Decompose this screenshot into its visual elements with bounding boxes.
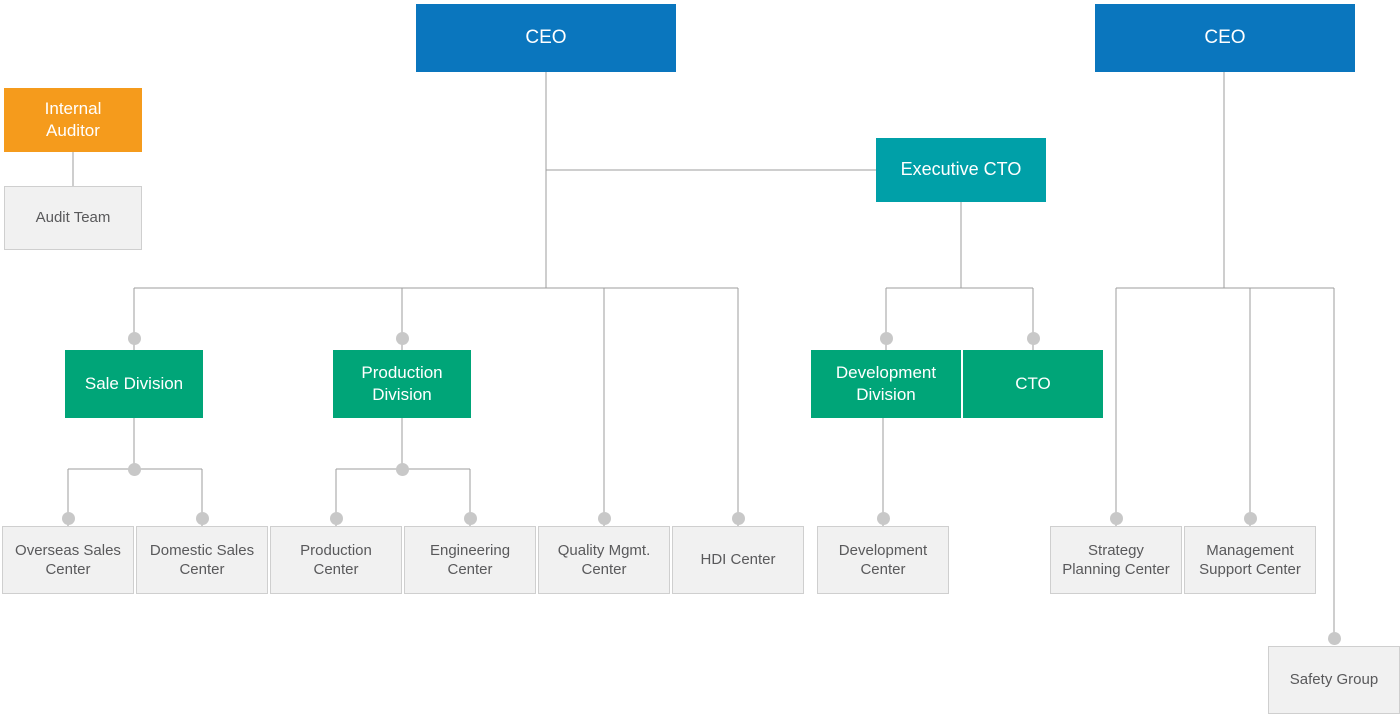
connector-dot-safety-group [1327,631,1341,645]
connector-dot-sale-split [127,462,141,476]
node-label-safety-group: Safety Group [1289,671,1379,689]
node-overseas-sales[interactable]: Overseas Sales Center [2,526,134,594]
node-label-overseas-sales: Overseas Sales Center [15,541,121,578]
node-label-production-center: Production Center [300,541,372,578]
connector-dot-production-division [395,331,409,345]
node-label-production-division: Production Division [361,363,443,404]
node-ceo-right[interactable]: CEO [1095,4,1355,72]
node-executive-cto[interactable]: Executive CTO [876,138,1046,202]
node-label-ceo-left: CEO [525,26,567,48]
connector-dot-engineering-center [463,511,477,525]
connector-dot-development-division [879,331,893,345]
node-label-cto: CTO [1015,374,1051,394]
connector-dot-overseas-sales [61,511,75,525]
node-management-support[interactable]: Management Support Center [1184,526,1316,594]
node-label-management-support: Management Support Center [1199,541,1301,578]
node-internal-auditor[interactable]: Internal Auditor [4,88,142,152]
node-label-engineering-center: Engineering Center [429,541,511,578]
node-development-center[interactable]: Development Center [817,526,949,594]
node-ceo-left[interactable]: CEO [416,4,676,72]
node-label-hdi-center: HDI Center [700,551,776,569]
node-quality-mgmt-center[interactable]: Quality Mgmt. Center [538,526,670,594]
node-label-domestic-sales: Domestic Sales Center [149,541,255,578]
connector-dot-cto [1026,331,1040,345]
node-label-strategy-planning: Strategy Planning Center [1062,541,1170,578]
node-label-development-division: Development Division [835,363,937,404]
connector-dot-sale-division [127,331,141,345]
node-label-development-center: Development Center [838,541,928,578]
node-production-center[interactable]: Production Center [270,526,402,594]
node-label-quality-mgmt-center: Quality Mgmt. Center [557,541,651,578]
node-label-executive-cto: Executive CTO [900,159,1022,180]
node-label-ceo-right: CEO [1204,26,1246,48]
node-production-division[interactable]: Production Division [333,350,471,418]
connector-dot-management-support [1243,511,1257,525]
node-safety-group[interactable]: Safety Group [1268,646,1400,714]
node-audit-team[interactable]: Audit Team [4,186,142,250]
connector-dot-quality-mgmt-center [597,511,611,525]
connector-dot-domestic-sales [195,511,209,525]
connector-dot-strategy-planning [1109,511,1123,525]
connector-dot-development-center [876,511,890,525]
node-development-division[interactable]: Development Division [811,350,961,418]
node-domestic-sales[interactable]: Domestic Sales Center [136,526,268,594]
connector-dot-production-split [395,462,409,476]
node-hdi-center[interactable]: HDI Center [672,526,804,594]
node-sale-division[interactable]: Sale Division [65,350,203,418]
node-label-internal-auditor: Internal Auditor [44,99,102,140]
node-engineering-center[interactable]: Engineering Center [404,526,536,594]
node-strategy-planning[interactable]: Strategy Planning Center [1050,526,1182,594]
node-label-audit-team: Audit Team [35,209,111,227]
connector-dot-hdi-center [731,511,745,525]
connector-dot-production-center [329,511,343,525]
node-label-sale-division: Sale Division [84,374,184,394]
node-cto[interactable]: CTO [963,350,1103,418]
